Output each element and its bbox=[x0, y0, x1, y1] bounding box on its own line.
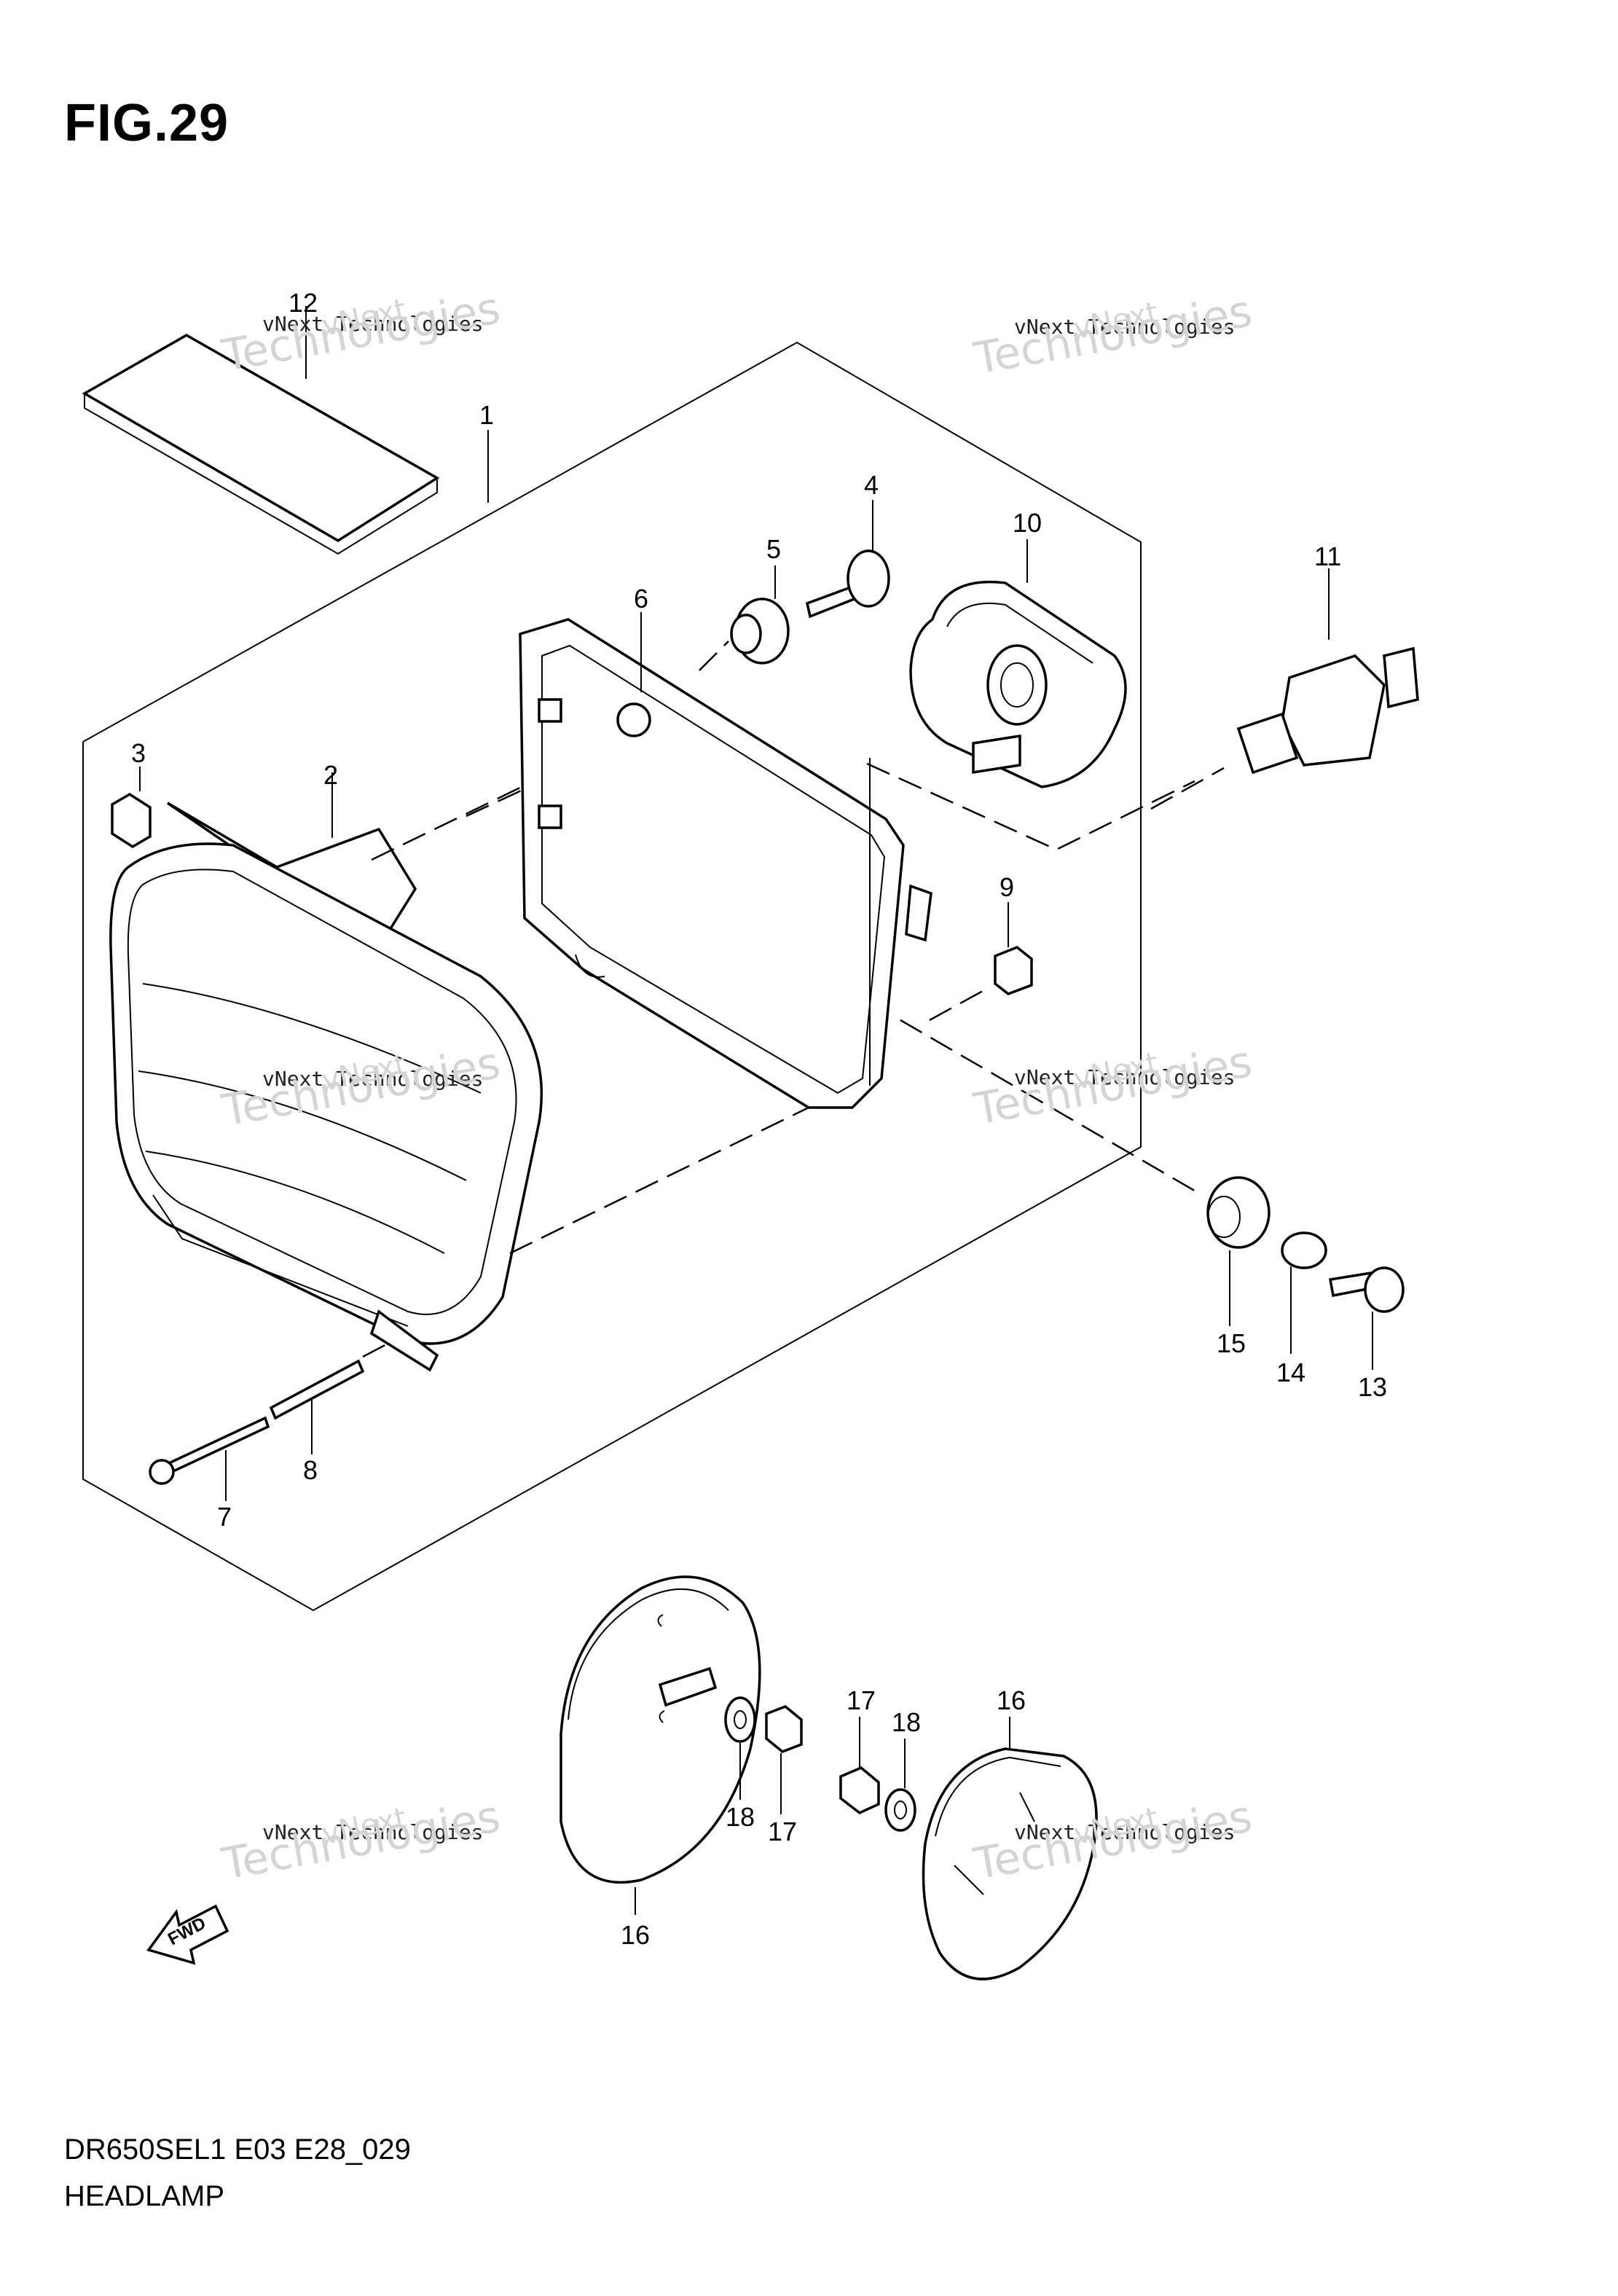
part-6-headlamp-frame bbox=[519, 612, 932, 1109]
callout-15: 15 bbox=[1217, 1328, 1246, 1358]
part-4-screw bbox=[805, 500, 890, 619]
callout-8: 8 bbox=[303, 1455, 318, 1485]
part-15-grommet bbox=[1206, 1176, 1271, 1326]
part-18-washer-right bbox=[884, 1739, 916, 1832]
callout-numbers: 12 1 4 5 10 11 6 3 2 9 15 14 13 8 7 16 1… bbox=[131, 288, 1387, 1950]
part-2-headlamp-unit bbox=[109, 720, 809, 1372]
callout-13: 13 bbox=[1358, 1372, 1387, 1402]
callout-14: 14 bbox=[1276, 1357, 1305, 1387]
callout-3: 3 bbox=[131, 738, 146, 768]
callout-2: 2 bbox=[323, 760, 338, 790]
part-13-bolt bbox=[1328, 1266, 1405, 1370]
callout-18b: 18 bbox=[726, 1802, 755, 1832]
figure-title: FIG.29 bbox=[64, 94, 229, 152]
part-16-cover-left bbox=[559, 1575, 761, 1915]
diagram-code: DR650SEL1 E03 E28_029 bbox=[64, 2134, 411, 2166]
part-16-cover-right bbox=[922, 1717, 1098, 1980]
callout-9: 9 bbox=[1000, 872, 1014, 902]
watermark-5: vNext vNext Technologies Technologies bbox=[219, 1791, 504, 1890]
diagram-name: HEADLAMP bbox=[64, 2180, 225, 2212]
part-5-grommet bbox=[699, 565, 790, 671]
watermark-1: vNext vNext Technologies Technologies bbox=[219, 283, 504, 382]
part-17-nut-right bbox=[839, 1717, 880, 1815]
part-9-clip-nut bbox=[929, 902, 1033, 1022]
fwd-arrow-icon: FWD bbox=[146, 1904, 229, 1965]
watermark-4: vNext vNext Technologies Technologies bbox=[970, 1036, 1256, 1135]
callout-10: 10 bbox=[1013, 508, 1042, 538]
callout-12: 12 bbox=[288, 288, 318, 318]
callout-11: 11 bbox=[1314, 541, 1341, 571]
callout-1: 1 bbox=[479, 400, 494, 430]
part-8-spring bbox=[269, 1339, 394, 1454]
callout-17a: 17 bbox=[847, 1685, 876, 1715]
watermark-6: vNext vNext Technologies Technologies bbox=[970, 1791, 1256, 1890]
assembly-boundary bbox=[82, 341, 1142, 1612]
callout-4: 4 bbox=[864, 470, 879, 500]
watermark-2: vNext vNext Technologies Technologies bbox=[970, 286, 1256, 385]
callout-5: 5 bbox=[766, 534, 781, 564]
part-7-adjusting-screw bbox=[149, 1416, 270, 1501]
part-18-washer-left bbox=[724, 1696, 756, 1800]
part-17-nut-left bbox=[765, 1705, 803, 1814]
part-11-headlamp-bulb bbox=[1150, 568, 1419, 810]
part-14-collar bbox=[1281, 1231, 1327, 1354]
callout-16b: 16 bbox=[997, 1685, 1026, 1715]
callout-18a: 18 bbox=[892, 1707, 921, 1737]
part-10-socket-cover bbox=[866, 539, 1195, 851]
part-3-cage-nut bbox=[111, 767, 152, 849]
callout-17b: 17 bbox=[768, 1817, 797, 1846]
watermark-3: vNext vNext Technologies Technologies bbox=[219, 1038, 504, 1137]
callout-7: 7 bbox=[217, 1502, 232, 1532]
callout-16a: 16 bbox=[621, 1920, 650, 1950]
callout-6: 6 bbox=[634, 584, 648, 614]
